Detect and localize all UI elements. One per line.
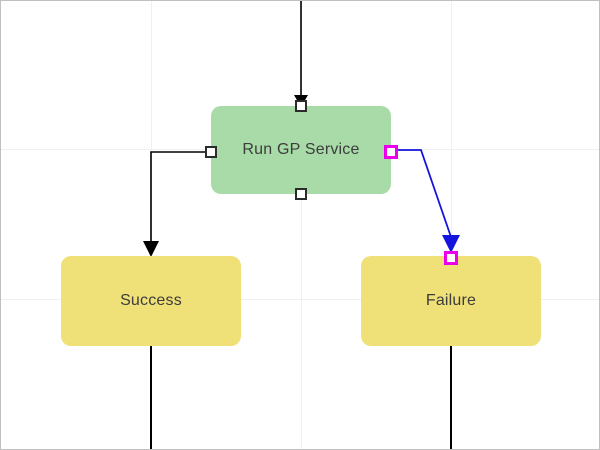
port-top-run-gp-service[interactable] [295, 100, 307, 112]
arrowhead-icon-success [143, 241, 159, 257]
port-top-failure[interactable] [444, 251, 458, 265]
node-label-failure: Failure [425, 292, 477, 309]
edge-run-gp-service-to-failure[interactable] [397, 149, 452, 238]
node-label-run-gp-service: Run GP Service [242, 141, 360, 158]
port-right-run-gp-service[interactable] [384, 145, 398, 159]
arrowhead-icon-failure [442, 235, 460, 253]
node-label-success: Success [120, 292, 182, 309]
node-run-gp-service[interactable]: Run GP Service [211, 106, 391, 194]
node-success[interactable]: Success [61, 256, 241, 346]
port-left-run-gp-service[interactable] [205, 146, 217, 158]
port-bottom-run-gp-service[interactable] [295, 188, 307, 200]
node-failure[interactable]: Failure [361, 256, 541, 346]
edge-run-gp-service-to-success[interactable] [150, 151, 205, 244]
